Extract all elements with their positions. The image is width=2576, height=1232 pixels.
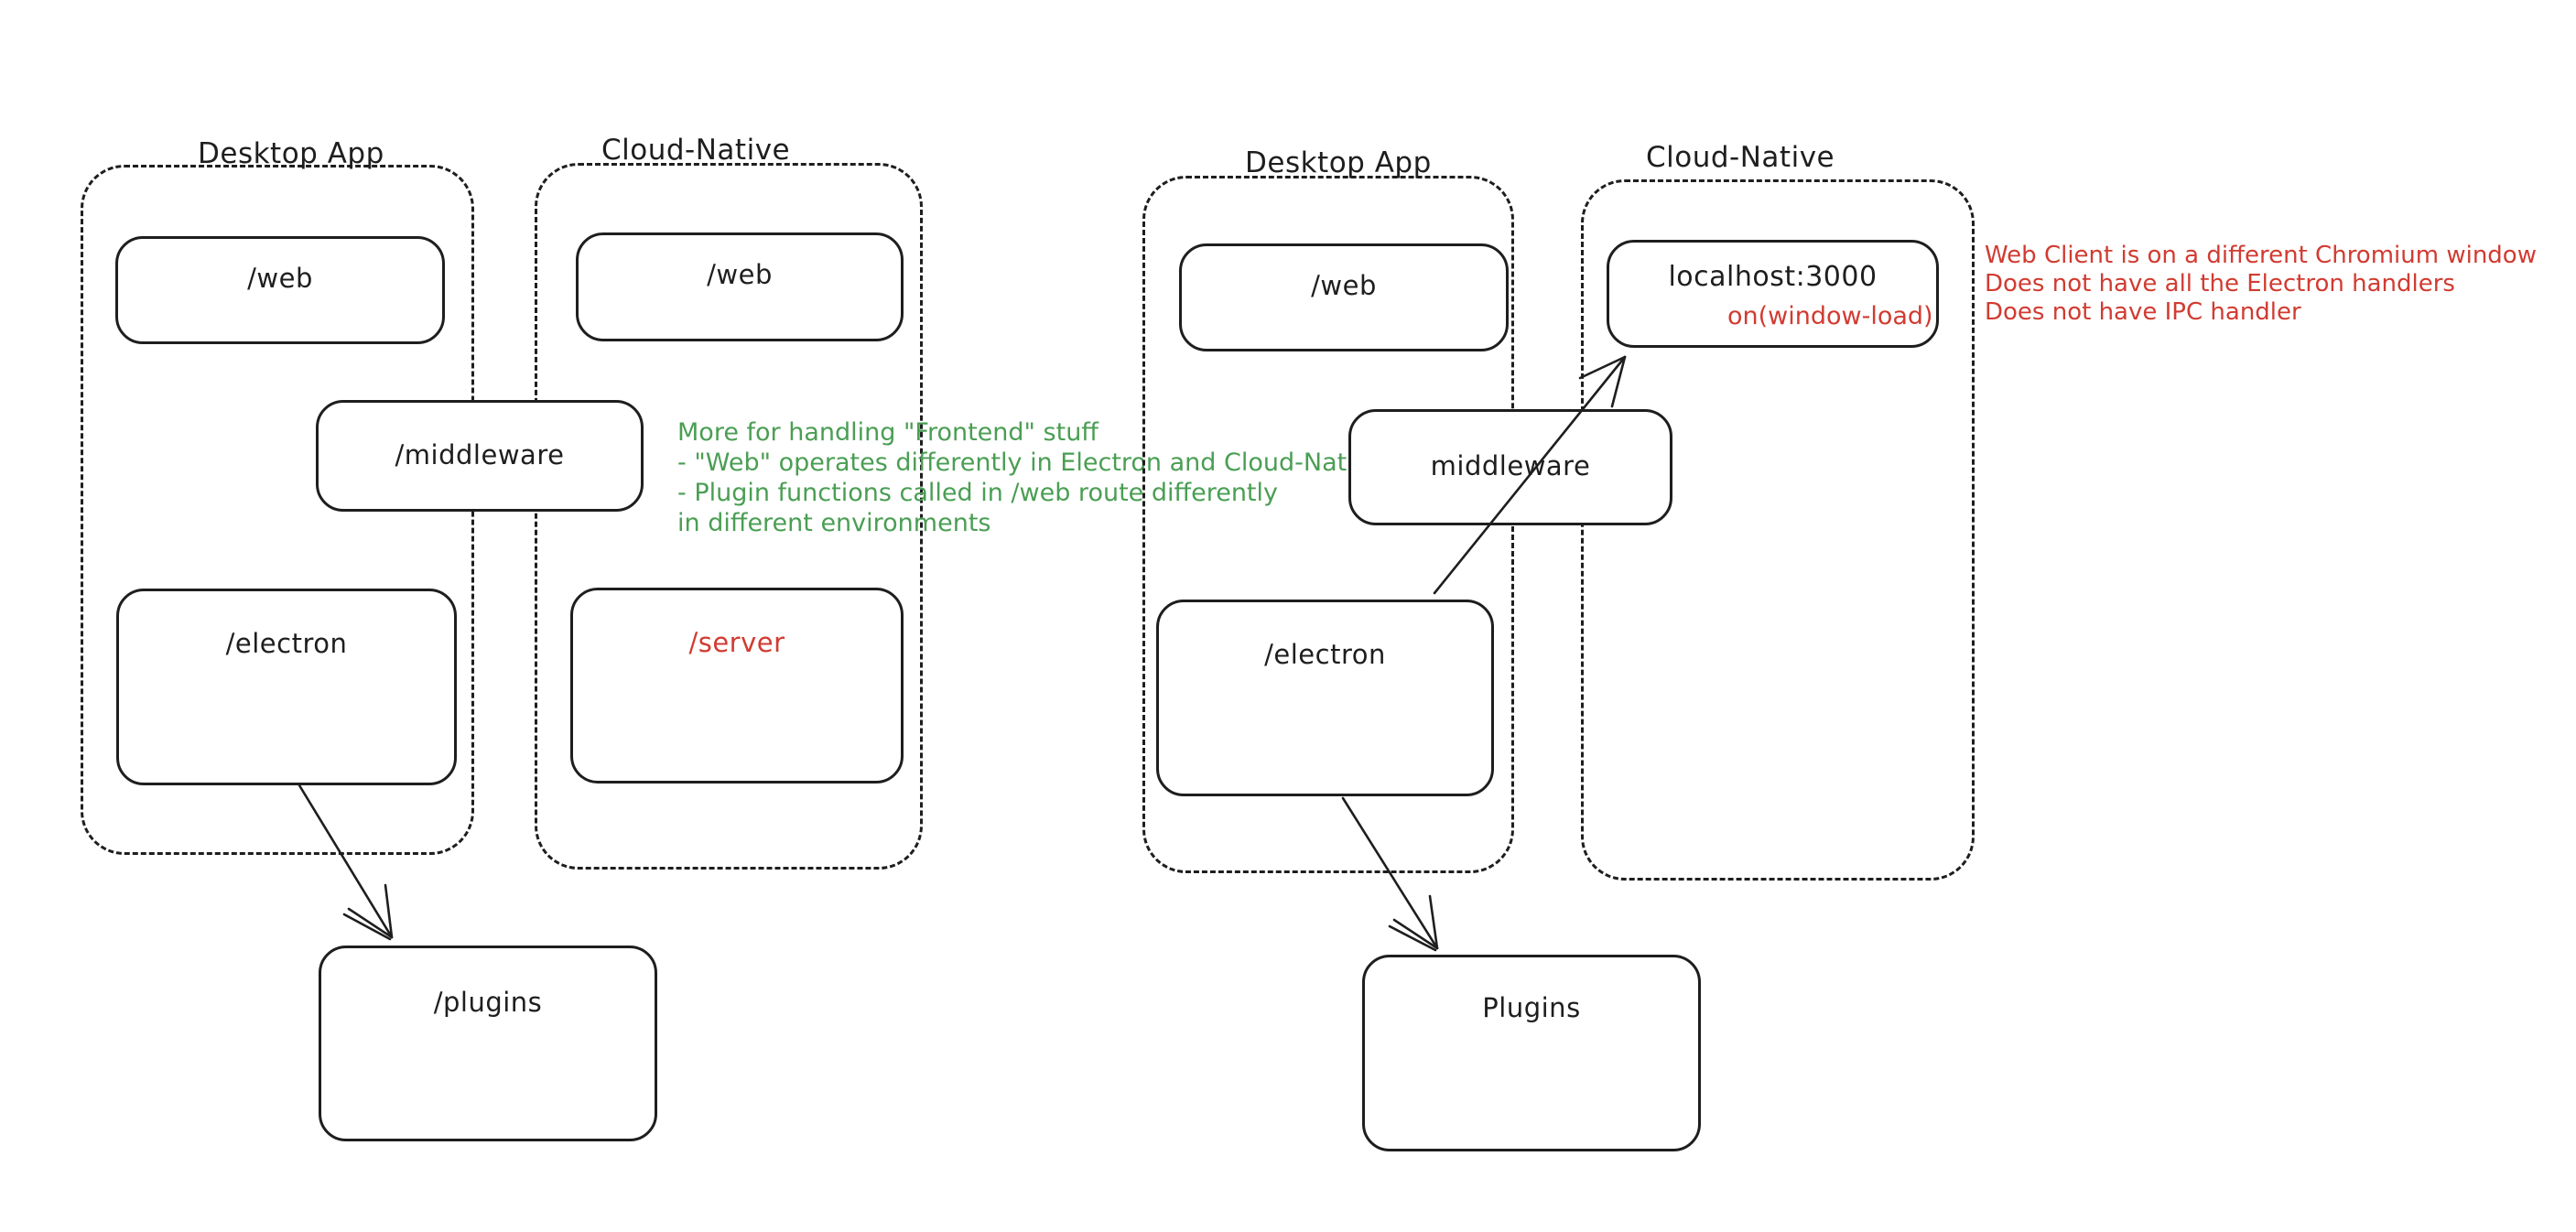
- arrow-head-stroke: [384, 883, 394, 939]
- green-note-line-2: - "Web" operates differently in Electron…: [677, 448, 1384, 477]
- arrow-head-stroke: [1428, 894, 1439, 950]
- right-cloud-native-label: Cloud-Native: [1646, 141, 1835, 174]
- left-middleware-label: /middleware: [395, 439, 565, 470]
- left-plugins-box: /plugins: [319, 946, 657, 1141]
- red-note-line-2: Does not have all the Electron handlers: [1985, 270, 2455, 297]
- left-plugins-label: /plugins: [433, 987, 543, 1018]
- left-web-desktop-label: /web: [247, 263, 313, 294]
- red-note: Web Client is on a different Chromium wi…: [1985, 242, 2537, 327]
- left-server-box: /server: [570, 588, 904, 784]
- right-middleware-label: middleware: [1430, 450, 1591, 481]
- green-note: More for handling "Frontend" stuff - "We…: [677, 417, 1383, 538]
- arrow-head-stroke: [342, 913, 392, 941]
- right-plugins-label: Plugins: [1482, 992, 1581, 1023]
- left-server-label: /server: [688, 627, 785, 658]
- left-web-desktop-box: /web: [115, 236, 445, 344]
- green-note-line-1: More for handling "Frontend" stuff: [677, 418, 1099, 447]
- right-electron-box: /electron: [1156, 600, 1494, 796]
- left-electron-label: /electron: [225, 628, 348, 659]
- localhost-label: localhost:3000: [1668, 261, 1878, 293]
- left-cloud-native-container: [535, 163, 923, 870]
- red-note-line-3: Does not have IPC handler: [1985, 298, 2301, 326]
- arrow-head-stroke: [1388, 924, 1437, 952]
- left-electron-box: /electron: [116, 589, 457, 785]
- arrow-head-stroke: [1392, 918, 1439, 950]
- right-middleware-box: middleware: [1348, 409, 1672, 525]
- localhost-box: localhost:3000: [1607, 240, 1939, 348]
- right-web-label: /web: [1311, 270, 1377, 301]
- left-cloud-native-label: Cloud-Native: [601, 134, 791, 167]
- right-desktop-app-label: Desktop App: [1245, 146, 1432, 179]
- green-note-line-3: - Plugin functions called in /web route …: [677, 479, 1279, 507]
- red-note-line-1: Web Client is on a different Chromium wi…: [1985, 242, 2537, 269]
- on-window-load-label: on(window-load): [1727, 302, 1933, 330]
- arrow-head-stroke: [347, 907, 394, 939]
- green-note-line-4: in different environments: [677, 509, 991, 537]
- right-web-box: /web: [1179, 243, 1509, 351]
- right-plugins-box: Plugins: [1362, 955, 1701, 1151]
- right-electron-label: /electron: [1264, 639, 1386, 670]
- left-web-cloud-label: /web: [707, 259, 773, 290]
- left-middleware-box: /middleware: [316, 400, 644, 512]
- left-web-cloud-box: /web: [576, 232, 904, 341]
